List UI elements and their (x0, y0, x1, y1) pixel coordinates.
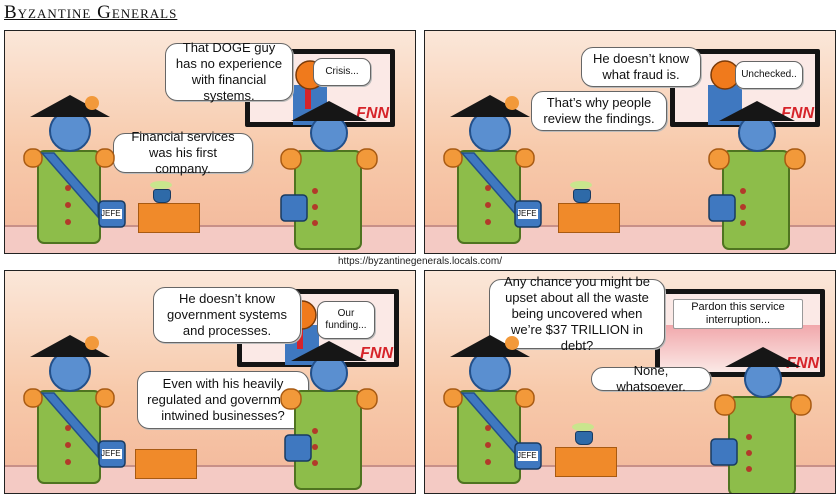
tv-bubble: Our funding... (317, 301, 375, 339)
speech-bubble-left: That’s why people review the findings. (531, 91, 667, 131)
speech-bubble-left: Any chance you might be upset about all … (489, 274, 665, 353)
tv-bubble: Crisis... (313, 58, 371, 86)
speech-bubble-right: He doesn’t know government systems and p… (153, 287, 301, 343)
mug-label: JEFE (517, 209, 537, 218)
desk-plant (153, 189, 171, 203)
general-right (714, 347, 812, 493)
jefe-mug (514, 200, 542, 228)
panel-2: FNN Unchecked.. He doesn’t know what fra… (424, 30, 836, 254)
general-left (23, 95, 115, 244)
tv-bubble: Unchecked.. (735, 61, 803, 89)
desk-plant (575, 431, 593, 445)
speech-bubble-left: Financial services was his first company… (113, 129, 253, 176)
panel-4: FNN Pardon this service interruption... … (424, 270, 836, 494)
general-left (23, 335, 115, 484)
desk (555, 447, 617, 477)
plant-leaf (570, 181, 592, 189)
panel-1: FNN Crisis... That DOGE guy has no exper… (4, 30, 416, 254)
desk (138, 203, 200, 233)
mug (284, 434, 312, 462)
tv-logo: FNN (356, 105, 389, 122)
general-left (443, 95, 535, 244)
mug-label: JEFE (517, 451, 537, 460)
jefe-mug (98, 440, 126, 468)
tv-sign: Pardon this service interruption... (673, 299, 803, 329)
mug (708, 194, 736, 222)
comic-url: https://byzantinegenerals.locals.com/ (338, 256, 502, 267)
general-right (280, 101, 378, 250)
general-right (280, 341, 378, 490)
general-left (443, 335, 535, 484)
tv-logo: FNN (360, 345, 393, 362)
plant-leaf (150, 181, 172, 189)
speech-bubble-right: That DOGE guy has no experience with fin… (165, 40, 293, 103)
mug (280, 194, 308, 222)
mug (710, 438, 738, 466)
jefe-mug (98, 200, 126, 228)
desk (558, 203, 620, 233)
jefe-mug (514, 442, 542, 470)
tv-logo: FNN (786, 355, 819, 372)
speech-bubble-right: He doesn’t know what fraud is. (581, 47, 701, 87)
comic-title: Byzantine Generals (4, 2, 178, 23)
desk-plant (573, 189, 591, 203)
desk (135, 449, 197, 479)
plant-leaf (572, 423, 594, 431)
panel-3: FNN Our funding... He doesn’t know gover… (4, 270, 416, 494)
tv-logo: FNN (781, 105, 814, 122)
general-right (708, 101, 806, 250)
speech-bubble-left: Even with his heavily regulated and gove… (137, 371, 309, 429)
mug-label: JEFE (101, 449, 121, 458)
mug-label: JEFE (101, 209, 121, 218)
speech-bubble-right: None, whatsoever. (591, 363, 711, 394)
